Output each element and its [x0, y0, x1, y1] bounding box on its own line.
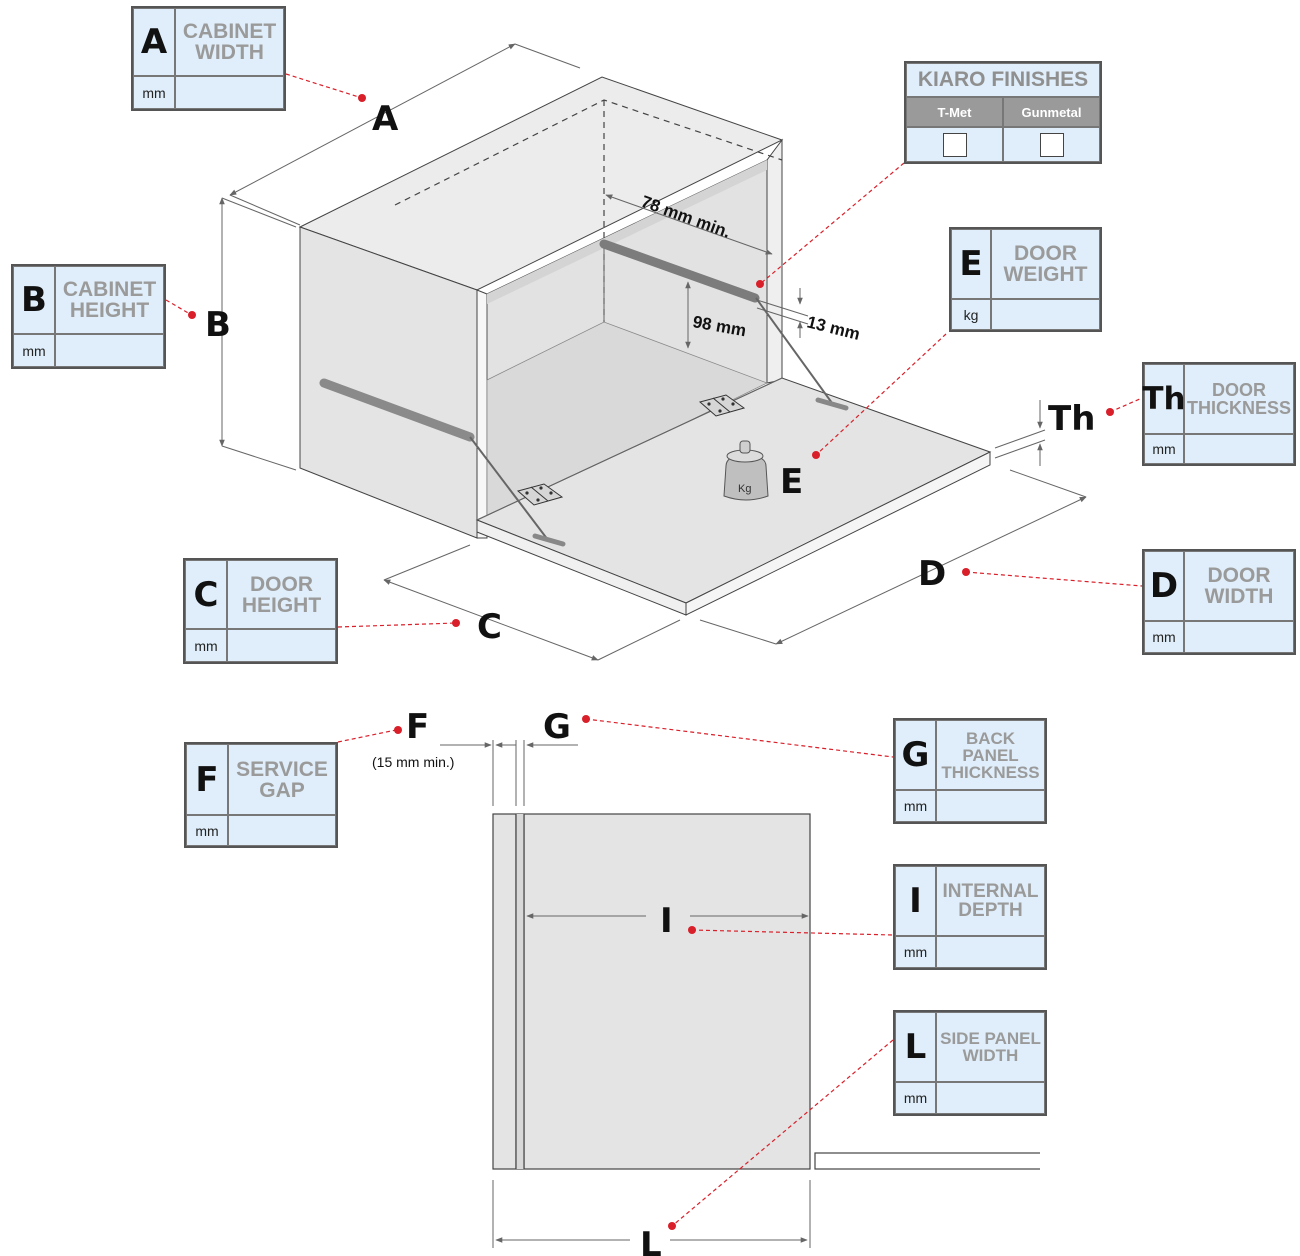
cabinet-left-edge — [476, 289, 488, 539]
box-F-label: SERVICE GAP — [228, 744, 336, 815]
dim-13: 13 mm — [805, 312, 862, 343]
box-D-letter: D — [1144, 551, 1184, 621]
letter-F: F — [406, 707, 429, 747]
dim-15-min: (15 mm min.) — [372, 754, 454, 770]
finish-cell-tmet — [906, 127, 1003, 162]
box-B: B CABINET HEIGHT mm — [11, 264, 166, 369]
tmet-checkbox[interactable] — [942, 132, 967, 157]
box-Th-unit: mm — [1144, 434, 1184, 464]
stay-arm-right — [755, 297, 833, 404]
box-I: I INTERNAL DEPTH mm — [893, 864, 1047, 970]
box-E-label: DOOR WEIGHT — [991, 229, 1100, 299]
box-D-label: DOOR WIDTH — [1184, 551, 1294, 621]
finish-option-tmet: T-Met — [906, 97, 1003, 127]
stay-bracket-left — [532, 533, 566, 547]
leader-lines — [165, 73, 1143, 1227]
stay-bracket-right — [815, 397, 849, 411]
box-L-label: SIDE PANEL WIDTH — [936, 1012, 1045, 1082]
side-view-dimensions — [440, 740, 811, 1248]
letter-L: L — [640, 1225, 662, 1256]
box-A-label: CABINET WIDTH — [175, 8, 284, 76]
box-D-value-field[interactable] — [1184, 621, 1294, 653]
box-I-value-field[interactable] — [936, 936, 1045, 968]
dimension-lines — [219, 43, 1087, 661]
box-Th-letter: Th — [1142, 364, 1186, 434]
box-D-unit: mm — [1144, 621, 1184, 653]
letter-A: A — [372, 99, 399, 139]
letter-Th: Th — [1048, 399, 1095, 439]
letter-G: G — [543, 707, 571, 747]
box-F-unit: mm — [186, 815, 228, 846]
box-B-letter: B — [13, 266, 55, 334]
box-G: G BACK PANEL THICKNESS mm — [893, 718, 1047, 824]
cabinet-inner-floor — [486, 321, 769, 521]
letter-D: D — [918, 554, 946, 594]
finish-option-gunmetal: Gunmetal — [1003, 97, 1100, 127]
box-Th: Th DOOR THICKNESS mm — [1142, 362, 1296, 466]
gunmetal-checkbox[interactable] — [1039, 132, 1064, 157]
box-L: L SIDE PANEL WIDTH mm — [893, 1010, 1047, 1116]
weight-label: Kg — [738, 483, 751, 495]
box-G-label: BACK PANEL THICKNESS — [936, 720, 1045, 790]
box-F: F SERVICE GAP mm — [184, 742, 338, 848]
box-G-unit: mm — [895, 790, 936, 822]
box-G-letter: G — [895, 720, 936, 790]
diagram-letters: A B C D E Th F G I L — [205, 99, 1095, 1256]
cabinet-isometric: Kg — [298, 76, 992, 616]
hinge-right — [698, 394, 746, 417]
box-A-letter: A — [133, 8, 175, 76]
box-C-unit: mm — [185, 629, 227, 662]
box-C-value-field[interactable] — [227, 629, 336, 662]
box-B-value-field[interactable] — [55, 334, 164, 367]
box-C-letter: C — [185, 560, 227, 629]
stay-arm-left — [469, 436, 549, 541]
box-I-unit: mm — [895, 936, 936, 968]
side-view — [492, 813, 1050, 1172]
hinge-left — [516, 483, 564, 506]
box-B-label: CABINET HEIGHT — [55, 266, 164, 334]
leader-dots — [188, 94, 1114, 1230]
mechanism-rail-left — [319, 378, 475, 442]
box-L-value-field[interactable] — [936, 1082, 1045, 1114]
finish-cell-gunmetal — [1003, 127, 1100, 162]
letter-C: C — [477, 607, 502, 647]
box-I-label: INTERNAL DEPTH — [936, 866, 1045, 936]
box-L-unit: mm — [895, 1082, 936, 1114]
box-L-letter: L — [895, 1012, 936, 1082]
letter-E: E — [780, 462, 803, 502]
box-C-label: DOOR HEIGHT — [227, 560, 336, 629]
weight-icon: Kg — [723, 440, 769, 501]
box-Th-value-field[interactable] — [1184, 434, 1294, 464]
box-A-value-field[interactable] — [175, 76, 284, 109]
door-section — [814, 1152, 1044, 1170]
box-E-value-field[interactable] — [991, 299, 1100, 330]
box-E: E DOOR WEIGHT kg — [949, 227, 1102, 332]
box-E-letter: E — [951, 229, 991, 299]
letter-B: B — [205, 305, 231, 345]
box-A-unit: mm — [133, 76, 175, 109]
box-F-letter: F — [186, 744, 228, 815]
box-I-letter: I — [895, 866, 936, 936]
box-A: A CABINET WIDTH mm — [131, 6, 286, 111]
letter-I: I — [660, 901, 673, 941]
back-panel-section — [516, 814, 524, 1169]
finishes-box: KIARO FINISHES T-Met Gunmetal — [904, 61, 1102, 164]
box-G-value-field[interactable] — [936, 790, 1045, 822]
box-D: D DOOR WIDTH mm — [1142, 549, 1296, 655]
box-E-unit: kg — [951, 299, 991, 330]
door-left-edge — [476, 519, 687, 616]
finishes-title: KIARO FINISHES — [906, 63, 1100, 97]
box-F-value-field[interactable] — [228, 815, 336, 846]
box-C: C DOOR HEIGHT mm — [183, 558, 338, 664]
cabinet-right-side — [766, 138, 783, 384]
box-B-unit: mm — [13, 334, 55, 367]
side-panel — [492, 813, 811, 1170]
box-Th-label: DOOR THICKNESS — [1184, 364, 1294, 434]
